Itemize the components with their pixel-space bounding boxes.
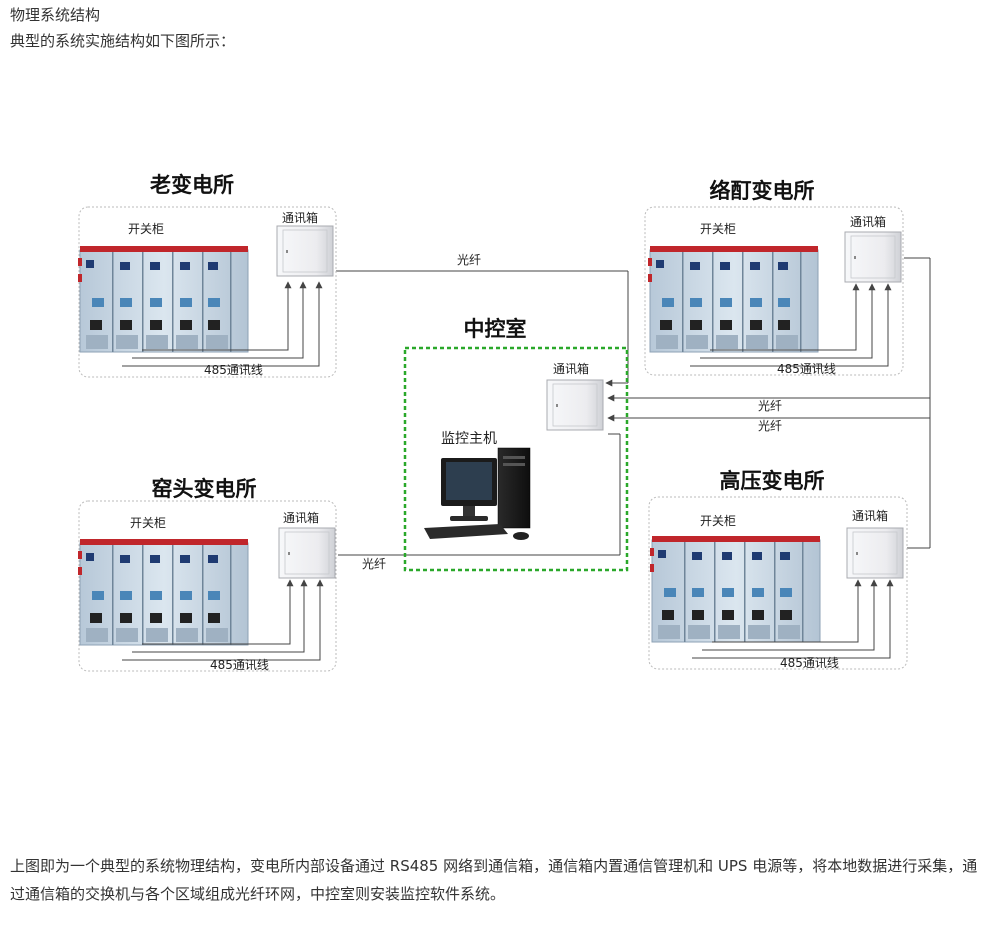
switchgear-cabinet-lao — [77, 245, 249, 353]
switchgear-label-yao: 开关柜 — [130, 516, 166, 530]
switchgear-cabinet-yao — [77, 538, 249, 646]
station-name-lao: 老变电所 — [150, 172, 234, 197]
switchgear-label-lao: 开关柜 — [128, 222, 164, 236]
comm-box-yao — [278, 527, 336, 579]
description-paragraph: 上图即为一个典型的系统物理结构，变电所内部设备通过 RS485 网络到通信箱，通… — [10, 857, 978, 903]
comm-box-label-yao: 通讯箱 — [283, 510, 319, 525]
switchgear-cabinet-gao — [649, 535, 821, 643]
fiber-label-bottom: 光纤 — [362, 557, 386, 571]
fiber-label-top: 光纤 — [457, 253, 481, 267]
station-name-gao: 高压变电所 — [720, 468, 825, 493]
rs485-label-luo: 485通讯线 — [777, 362, 836, 376]
control-room-title: 中控室 — [464, 316, 527, 341]
monitor-host-icon — [424, 447, 531, 540]
comm-box-label-control: 通讯箱 — [553, 361, 589, 376]
fiber-label-right-1: 光纤 — [758, 399, 782, 413]
station-name-yao: 窑头变电所 — [152, 476, 257, 501]
monitor-host-label: 监控主机 — [441, 431, 497, 447]
comm-box-label-luo: 通讯箱 — [850, 214, 886, 229]
rs485-label-yao: 485通讯线 — [210, 658, 269, 672]
comm-box-label-gao: 通讯箱 — [852, 508, 888, 523]
station-gao — [648, 496, 908, 670]
fiber-label-right-2: 光纤 — [758, 419, 782, 433]
rs485-label-lao: 485通讯线 — [204, 363, 263, 377]
station-lao — [77, 206, 337, 378]
station-name-luo: 络酊变电所 — [710, 178, 815, 203]
control-room — [403, 346, 629, 572]
page-title: 物理系统结构 — [10, 6, 101, 24]
comm-box-luo — [844, 231, 902, 283]
comm-box-gao — [846, 527, 904, 579]
comm-box-label-lao: 通讯箱 — [282, 210, 318, 225]
switchgear-label-gao: 开关柜 — [700, 514, 736, 528]
switchgear-cabinet-luo — [647, 245, 819, 353]
rs485-label-gao: 485通讯线 — [780, 656, 839, 670]
comm-box-control — [546, 379, 604, 431]
page-subtitle: 典型的系统实施结构如下图所示： — [10, 32, 236, 50]
comm-box-lao — [276, 225, 334, 277]
station-yao — [77, 500, 337, 672]
switchgear-label-luo: 开关柜 — [700, 222, 736, 236]
station-luo — [644, 206, 904, 376]
